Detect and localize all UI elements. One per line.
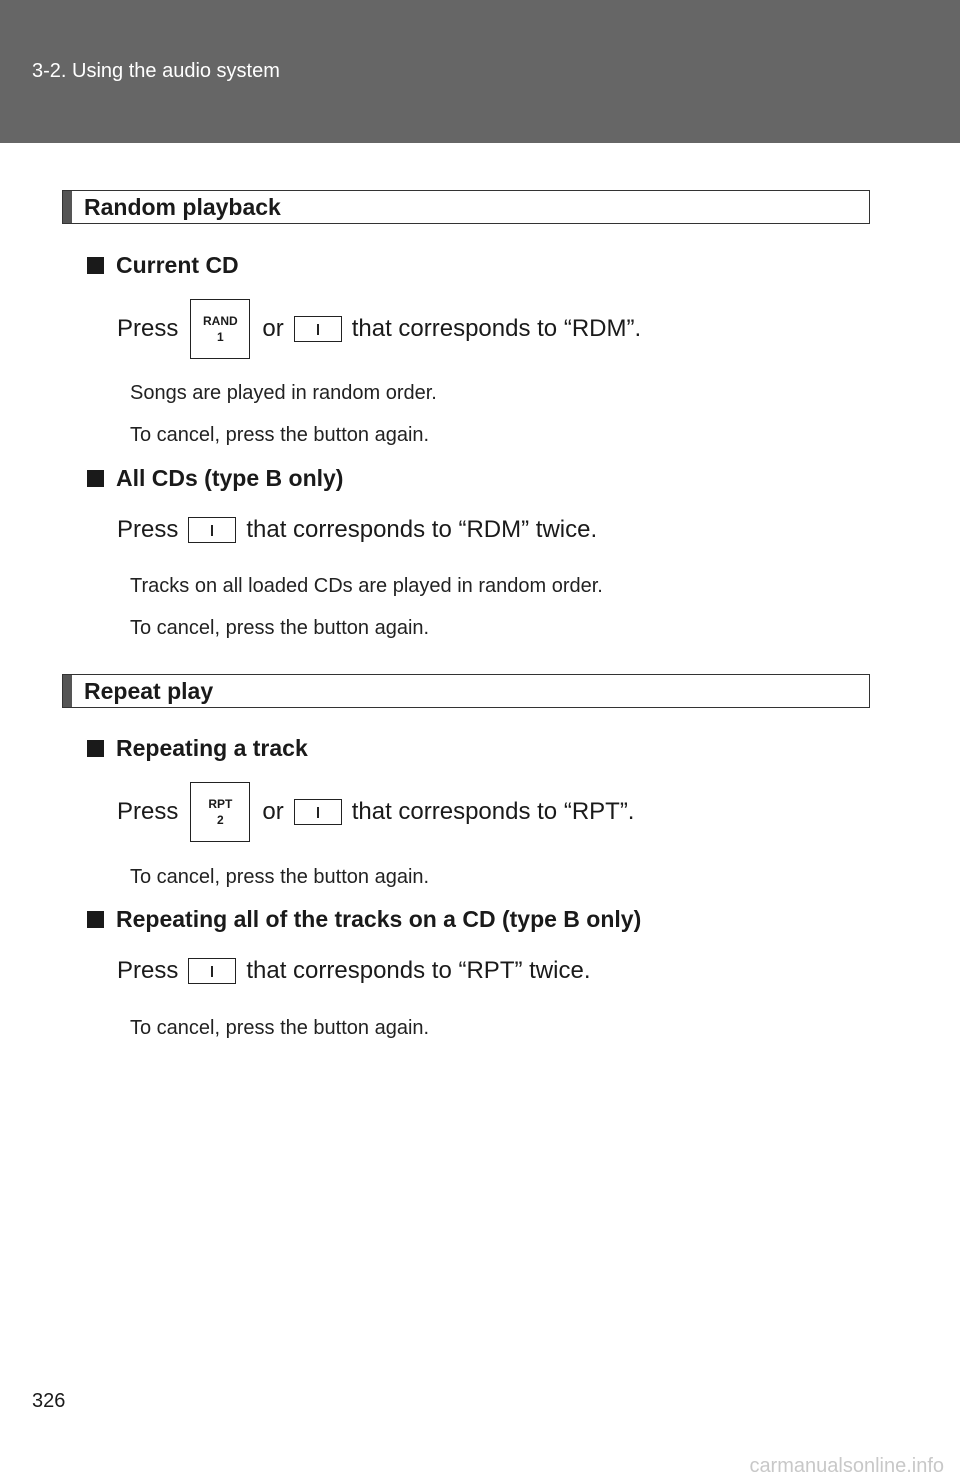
instruction-repeat-all: Press that corresponds to “RPT” twice. [117, 957, 591, 984]
instruction-repeat-track: Press RPT 2 or that corresponds to “RPT”… [117, 782, 634, 842]
page-header: 3-2. Using the audio system [0, 0, 960, 143]
square-bullet-icon [87, 470, 104, 487]
note-text: To cancel, press the button again. [130, 1017, 430, 1039]
page-number: 326 [32, 1390, 66, 1412]
section-title-random-playback: Random playback [62, 190, 870, 224]
square-bullet-icon [87, 257, 104, 274]
section-marker [63, 675, 72, 707]
breadcrumb: 3-2. Using the audio system [32, 60, 280, 82]
note-text: Tracks on all loaded CDs are played in r… [130, 575, 603, 597]
soft-key-button-icon [293, 316, 342, 342]
soft-key-button-icon [188, 517, 237, 543]
watermark-url: carmanualsonline.info [749, 1455, 944, 1477]
rpt-2-button-icon: RPT 2 [190, 782, 251, 842]
subheading-repeating-all-tracks: Repeating all of the tracks on a CD (typ… [87, 906, 641, 933]
note-text: To cancel, press the button again. [130, 424, 430, 446]
section-title-text: Repeat play [84, 677, 214, 704]
soft-key-button-icon [293, 799, 342, 825]
note-text: Songs are played in random order. [130, 382, 437, 404]
subheading-all-cds: All CDs (type B only) [87, 465, 343, 492]
square-bullet-icon [87, 911, 104, 928]
note-text: To cancel, press the button again. [130, 617, 430, 639]
section-title-text: Random playback [84, 193, 281, 220]
instruction-current-cd: Press RAND 1 or that corresponds to “RDM… [117, 299, 641, 359]
instruction-all-cds: Press that corresponds to “RDM” twice. [117, 516, 598, 543]
square-bullet-icon [87, 740, 104, 757]
section-marker [63, 191, 72, 223]
section-title-repeat-play: Repeat play [62, 674, 870, 708]
note-text: To cancel, press the button again. [130, 866, 430, 888]
subheading-current-cd: Current CD [87, 252, 239, 279]
rand-1-button-icon: RAND 1 [190, 299, 251, 359]
subheading-repeating-track: Repeating a track [87, 735, 308, 762]
soft-key-button-icon [188, 958, 237, 984]
